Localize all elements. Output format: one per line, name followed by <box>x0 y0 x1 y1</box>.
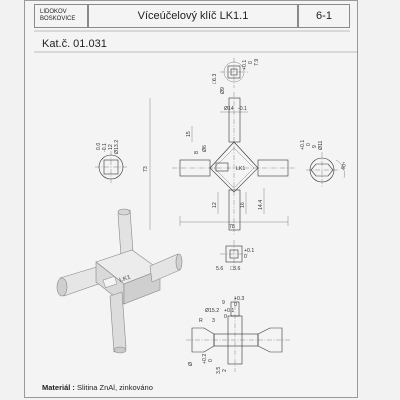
dim-side-dia: Ø <box>188 362 194 366</box>
dim-left-alt: Ø13.2 <box>114 140 120 154</box>
dim-73: 73 <box>143 166 149 172</box>
dim-right-tol-a: +0.1 <box>300 140 306 150</box>
dim-side-tol-b: 0 <box>234 302 237 308</box>
company-name: LIDOKOV <box>40 9 67 15</box>
dim-side-tol-d: 0 <box>224 314 227 320</box>
drawing-frame <box>24 0 358 398</box>
dim-side-tol-e: +0.2 <box>202 354 208 364</box>
left-end-view: 0.0 -0.1 12 Ø13.2 <box>95 140 127 183</box>
dim-side-tol-f: 0 <box>208 359 214 362</box>
bottom-end-view: +0.1 0 □3.6 5.6 <box>216 240 254 272</box>
dim-side-tol-c: +0.1 <box>224 308 234 314</box>
dim-top-square: □6.3 <box>212 74 218 84</box>
dim-side-3: 3 <box>212 318 215 324</box>
dim-8: 8 <box>194 151 200 154</box>
dim-side-2: 2 <box>222 369 228 372</box>
dim-side-9: 9 <box>222 300 225 306</box>
material-value: Slitina ZnAl, zinkováno <box>77 383 153 392</box>
company-cell: LIDOKOV BOSKOVICE <box>34 4 88 28</box>
dim-side-35: 3.5 <box>216 367 222 374</box>
company-city: BOSKOVICE <box>40 16 76 22</box>
catalog-number: Kat.č. 01.031 <box>42 38 107 50</box>
dim-right-tol-b: 0 <box>306 143 312 146</box>
dim-16: 16 <box>240 202 246 208</box>
illustration-marking: LK1 <box>119 274 132 283</box>
material-label: Materiál : <box>42 383 75 392</box>
dim-side-tol-a: +0.3 <box>234 296 244 302</box>
dim-right-9: 9 <box>312 145 318 148</box>
dim-d6: Ø6 <box>202 145 208 152</box>
dim-78: 78 <box>229 224 235 230</box>
dim-14-4: 14.4 <box>258 200 264 210</box>
product-illustration: LK1 <box>56 208 183 354</box>
dim-12: 12 <box>212 202 218 208</box>
top-end-view: □6.3 Ø9 +0.1 0 7.9 <box>212 58 260 94</box>
dim-15: 15 <box>186 131 192 137</box>
sheet-code: 6-1 <box>298 4 350 28</box>
dim-top-tol-a: +0.1 <box>242 60 248 70</box>
dim-side-152: Ø15.2 <box>205 308 219 314</box>
front-view: LK1 Ø14 -0.1 73 15 8 Ø6 12 16 14.4 78 <box>143 92 296 236</box>
dim-bottom-sq: □3.6 <box>230 266 240 272</box>
dim-bottom-tol-a: +0.1 <box>244 248 254 254</box>
dim-bottom-tol-b: 0 <box>244 254 247 260</box>
drawing-title: Víceúčelový klíč LK1.1 <box>88 4 298 28</box>
dim-left-tol-b: -0.1 <box>102 143 108 152</box>
dim-bottom-alt: 5.6 <box>216 266 223 272</box>
dim-right-11: Ø11 <box>318 140 324 150</box>
dim-left-size: 12 <box>108 144 114 150</box>
right-end-view: 60° +0.1 0 9 Ø11 <box>300 140 349 188</box>
dim-top-alt: 7.9 <box>254 59 260 66</box>
dim-right-angle: 60° <box>340 161 348 170</box>
dim-top-tol-b: 0 <box>248 61 254 64</box>
dim-left-tol-a: 0.0 <box>96 143 102 150</box>
material-line: Materiál : Slitina ZnAl, zinkováno <box>42 383 153 392</box>
dim-side-r: R <box>199 318 203 324</box>
dim-d14-tol: -0.1 <box>238 106 247 112</box>
dim-d14: Ø14 <box>224 106 234 112</box>
side-view: +0.3 0 9 Ø15.2 +0.1 0 R 3 Ø +0.2 0 3.5 2 <box>186 296 290 374</box>
dim-top-dia: Ø9 <box>220 87 226 94</box>
product-marking: LK1 <box>236 166 245 172</box>
